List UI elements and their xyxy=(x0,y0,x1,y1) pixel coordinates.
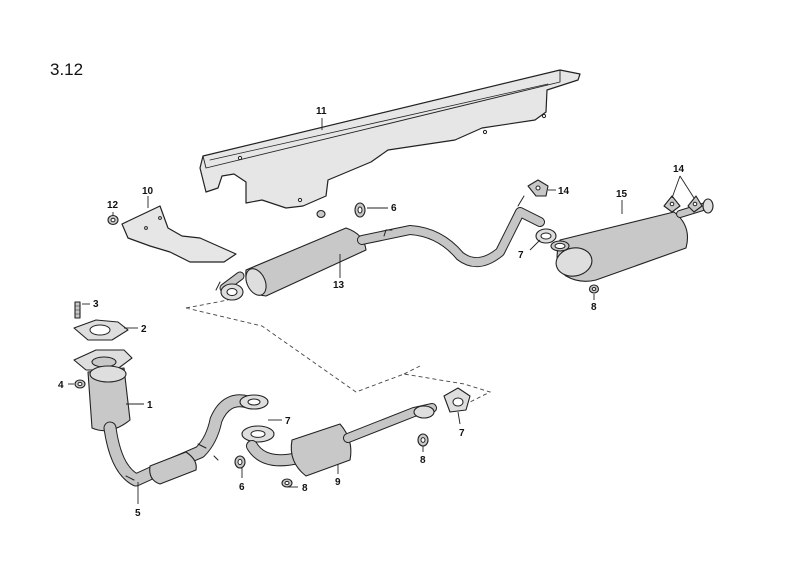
callout-14-right: 14 xyxy=(673,164,685,175)
nut-8-lower-right xyxy=(417,433,429,447)
callout-10: 10 xyxy=(142,186,154,197)
callout-15: 15 xyxy=(616,189,628,200)
callout-1: 1 xyxy=(147,400,153,411)
gasket-7-middle xyxy=(241,425,275,443)
hanger-brackets-14-rear xyxy=(663,195,703,213)
callout-3: 3 xyxy=(93,299,99,310)
catalytic-converter-front xyxy=(73,349,133,432)
leader-lines xyxy=(68,118,695,504)
callout-14-left: 14 xyxy=(558,186,570,197)
middle-pipe xyxy=(357,207,545,267)
callout-5: 5 xyxy=(135,508,141,519)
front-pipe xyxy=(103,394,255,487)
callout-7-rear: 7 xyxy=(459,428,465,439)
nut-4 xyxy=(74,379,86,389)
callout-4: 4 xyxy=(58,380,64,391)
callout-12: 12 xyxy=(107,200,119,211)
callout-11: 11 xyxy=(316,106,327,117)
callout-9: 9 xyxy=(335,477,341,488)
heat-shield-bracket xyxy=(121,205,237,263)
callout-8-lower-right: 8 xyxy=(420,455,426,466)
callout-2: 2 xyxy=(141,324,147,335)
bracket-rod xyxy=(517,195,525,207)
catalytic-converter-rear xyxy=(246,403,437,477)
callout-6-upper: 6 xyxy=(391,203,397,214)
nut-8-lower-left xyxy=(281,478,293,488)
centre-silencer xyxy=(215,227,367,301)
callout-7-upper: 7 xyxy=(518,250,524,261)
heat-shield xyxy=(199,69,581,209)
callout-7-middle: 7 xyxy=(285,416,291,427)
gasket-2 xyxy=(73,319,129,341)
flange-middle xyxy=(239,394,269,410)
callout-8-lower-left: 8 xyxy=(302,483,308,494)
rubber-hanger-lower xyxy=(234,455,246,469)
nut-8-rear xyxy=(588,284,600,294)
rear-silencer xyxy=(550,198,714,282)
callout-labels: 11 10 12 6 14 15 14 7 8 13 3 2 4 1 5 6 7… xyxy=(58,106,685,519)
gasket-7-upper xyxy=(535,228,557,244)
callout-13: 13 xyxy=(333,280,345,291)
shield-nut xyxy=(316,209,326,219)
gasket-7-rear xyxy=(443,387,471,413)
assembly-outline xyxy=(185,299,492,405)
section-number: 3.12 xyxy=(50,60,83,79)
callout-6-lower: 6 xyxy=(239,482,245,493)
callout-8-rear: 8 xyxy=(591,302,597,313)
rubber-hanger-upper xyxy=(354,202,366,218)
stud-3 xyxy=(74,301,81,319)
nut-12 xyxy=(107,214,119,226)
hanger-bracket-14 xyxy=(527,179,549,197)
